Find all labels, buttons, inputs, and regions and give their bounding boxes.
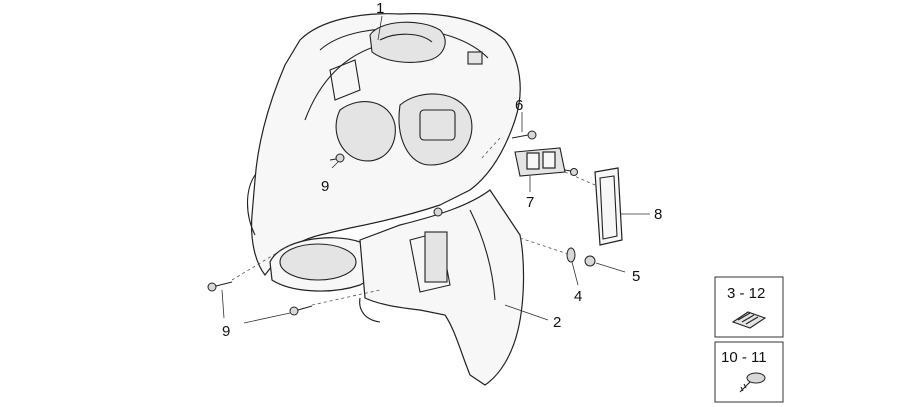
callout-1: 1 xyxy=(376,0,384,17)
inset-box-3-12-label: 3 - 12 xyxy=(727,285,765,302)
washer-4 xyxy=(566,247,576,263)
screw-6 xyxy=(511,130,537,140)
screw-9-left xyxy=(207,281,233,292)
inset-box-10-11-label: 10 - 11 xyxy=(721,349,767,366)
screw-9-lower xyxy=(289,305,313,316)
cover-panel-part xyxy=(594,167,623,246)
callout-4: 4 xyxy=(574,288,582,305)
screw-9-upper xyxy=(329,153,345,163)
callout-5: 5 xyxy=(632,268,640,285)
bracket-part xyxy=(514,147,566,177)
callout-7: 7 xyxy=(526,194,534,211)
screw-5 xyxy=(584,255,596,267)
self-tapping-screw-icon xyxy=(739,372,766,393)
callout-9-lower: 9 xyxy=(222,323,230,340)
inset-box-3-12: 3 - 12 xyxy=(714,276,784,338)
leg-shield-part xyxy=(359,189,525,386)
callout-8: 8 xyxy=(654,206,662,223)
screw-side xyxy=(433,207,443,217)
inset-box-10-11: 10 - 11 xyxy=(714,341,784,403)
front-shield-part xyxy=(247,13,521,292)
callout-6: 6 xyxy=(515,97,523,114)
screw-7 xyxy=(564,168,578,176)
callout-9-upper: 9 xyxy=(321,178,329,195)
clip-icon xyxy=(731,311,767,329)
callout-2: 2 xyxy=(553,314,561,331)
